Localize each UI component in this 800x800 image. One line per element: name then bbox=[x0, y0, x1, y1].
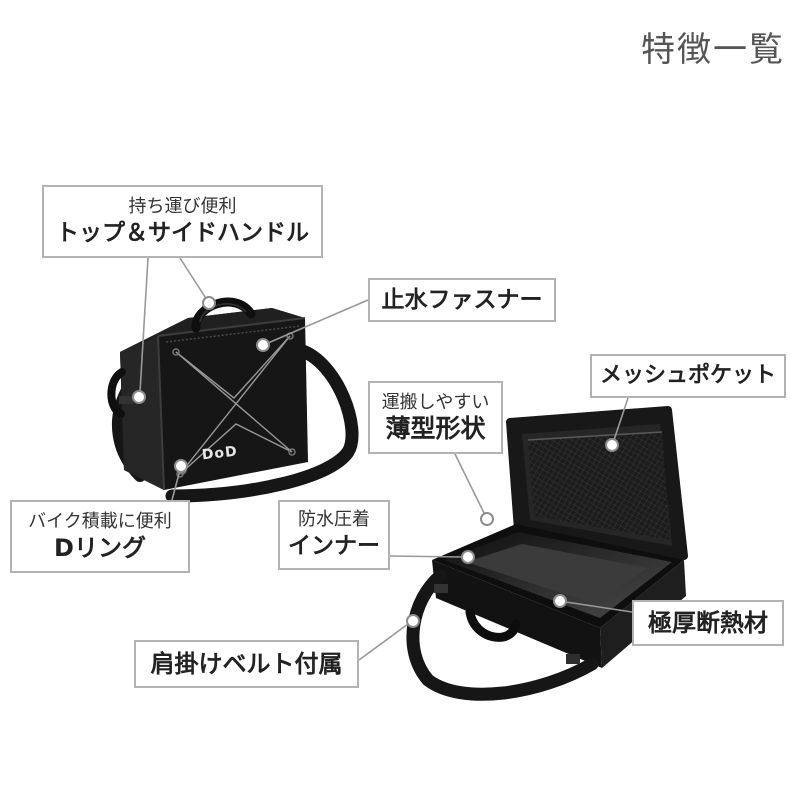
leader-line-mesh-pocket bbox=[613, 397, 629, 441]
brand-logo: DoD bbox=[201, 444, 238, 464]
mesh-pocket-zipper bbox=[527, 431, 663, 441]
strap-buckle bbox=[119, 396, 133, 404]
callout-handles-sub: 持ち運び便利 bbox=[128, 195, 237, 217]
top-handle-highlight bbox=[199, 303, 247, 323]
callout-thin-shape-main: 薄型形状 bbox=[385, 413, 486, 443]
shoulder-strap bbox=[165, 343, 359, 503]
bag-edge-piping bbox=[157, 317, 306, 491]
leader-line-thin-shape bbox=[454, 453, 486, 516]
pointer-dot-side-handle bbox=[132, 390, 146, 404]
bungee-cords bbox=[175, 335, 293, 475]
callout-insulation-main: 極厚断熱材 bbox=[648, 609, 768, 637]
strap-clip bbox=[566, 654, 580, 664]
callout-inner-main: インナー bbox=[288, 533, 380, 559]
pointer-dot-mesh-pocket bbox=[605, 438, 619, 452]
front-handle bbox=[465, 607, 521, 642]
pointer-dot-thin-shape bbox=[480, 512, 494, 526]
zipper-line bbox=[165, 325, 301, 343]
leader-line-side-handle bbox=[139, 257, 149, 393]
callout-d-ring: バイク積載に便利 Dリング bbox=[10, 500, 190, 573]
page-title: 特徴一覧 bbox=[641, 30, 785, 70]
pointer-dot-shoulder-belt bbox=[406, 614, 420, 628]
side-handle bbox=[107, 368, 126, 418]
callout-handles: 持ち運び便利 トップ＆サイドハンドル bbox=[42, 185, 323, 258]
callout-inner-sub: 防水圧着 bbox=[298, 509, 370, 530]
bag-body bbox=[120, 308, 308, 490]
pointer-dot-top-handle bbox=[202, 296, 216, 310]
callout-thin-shape-sub: 運搬しやすい bbox=[381, 391, 490, 413]
pointer-dot-insulation bbox=[553, 594, 567, 608]
callout-zipper: 止水ファスナー bbox=[368, 278, 556, 322]
callout-mesh-pocket-main: メッシュポケット bbox=[599, 363, 776, 388]
callout-d-ring-main: Dリング bbox=[54, 533, 146, 562]
callout-handles-main: トップ＆サイドハンドル bbox=[56, 219, 309, 246]
callout-mesh-pocket: メッシュポケット bbox=[590, 354, 786, 398]
callout-shoulder-belt-main: 肩掛けベルト付属 bbox=[150, 650, 343, 678]
callout-thin-shape: 運搬しやすい 薄型形状 bbox=[368, 381, 503, 454]
leader-line-shoulder-belt bbox=[358, 623, 409, 661]
leader-line-insulation bbox=[565, 601, 633, 613]
top-handle bbox=[191, 297, 256, 333]
open-bag-shoulder-strap bbox=[406, 569, 599, 701]
callout-zipper-main: 止水ファスナー bbox=[381, 287, 543, 313]
pointer-dot-inner bbox=[461, 550, 475, 564]
open-bag-strap-buckle bbox=[434, 584, 448, 593]
callout-shoulder-belt: 肩掛けベルト付属 bbox=[134, 640, 359, 688]
callout-d-ring-sub: バイク積載に便利 bbox=[28, 510, 172, 532]
pointer-dot-zipper bbox=[256, 338, 270, 352]
base-front-wall bbox=[432, 560, 602, 668]
bag-left-face bbox=[120, 336, 164, 490]
mesh-pocket bbox=[528, 432, 670, 540]
leader-line-top-handle bbox=[179, 257, 208, 301]
open-bag bbox=[406, 406, 688, 701]
leader-line-zipper bbox=[267, 299, 369, 344]
leader-line-d-ring bbox=[171, 469, 181, 501]
callout-inner: 防水圧着 インナー bbox=[278, 500, 390, 570]
pointer-dot-d-ring bbox=[174, 459, 188, 473]
callout-insulation: 極厚断熱材 bbox=[632, 600, 784, 646]
leader-line-inner bbox=[389, 555, 463, 558]
leader-lines bbox=[132, 257, 633, 661]
tray-floor bbox=[466, 544, 648, 604]
closed-bag: DoD bbox=[107, 297, 359, 503]
bag-top-face bbox=[120, 308, 305, 352]
